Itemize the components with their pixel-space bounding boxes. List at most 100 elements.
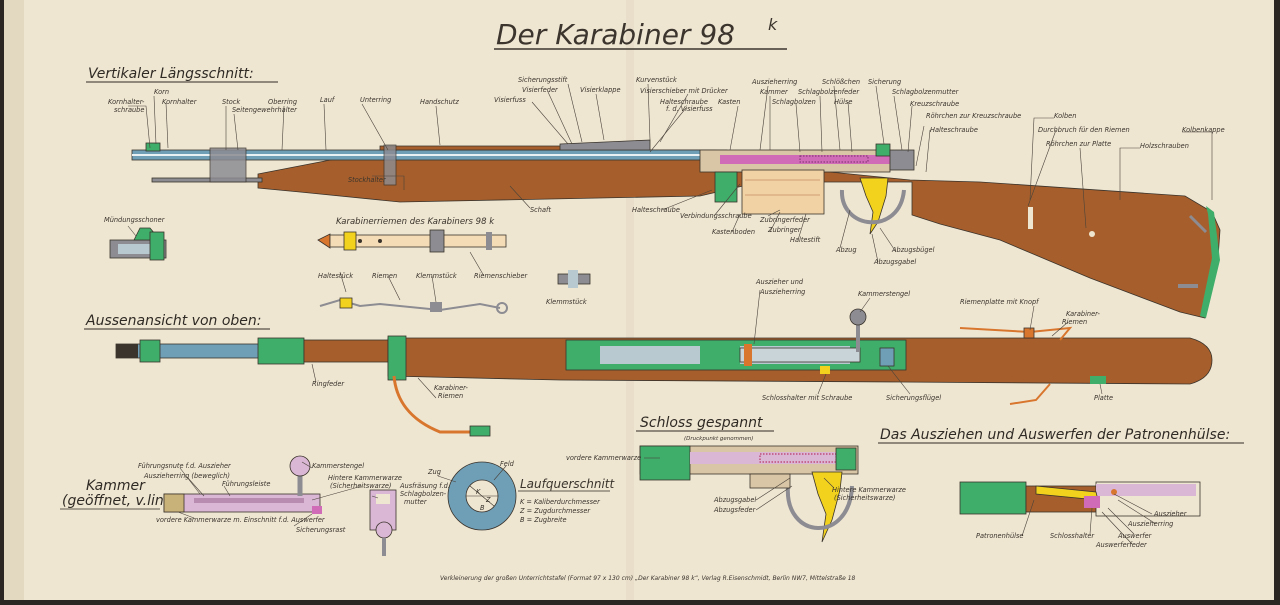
label-z-def: Z = Zugdurchmesser bbox=[519, 507, 591, 515]
label-schlosshalter-aus: Schlosshalter bbox=[1050, 532, 1095, 540]
label-vordere-kammerwarze-schloss: vordere Kammerwarze bbox=[566, 454, 641, 462]
label-hintere-1: Hintere Kammerwarze bbox=[328, 474, 402, 482]
label-schloesschen: Schlößchen bbox=[822, 78, 860, 86]
safety-side bbox=[875, 143, 891, 157]
label-hintere-schloss-1: Hintere Kammerwarze bbox=[832, 486, 906, 494]
label-stockhalter: Stockhalter bbox=[348, 176, 387, 184]
leader-lines-ausziehen bbox=[1021, 493, 1157, 545]
label-kammerstengel-top: Kammerstengel bbox=[858, 290, 910, 298]
label-holzschrauben: Holzschrauben bbox=[1140, 142, 1189, 150]
top-muzzle bbox=[116, 344, 138, 358]
section-schloss-sub: (Druckpunkt genommen) bbox=[684, 436, 753, 442]
label-abzugsbuegel: Abzugsbügel bbox=[891, 246, 935, 254]
bolt-cocked-drawing bbox=[639, 445, 859, 543]
label-visierklappe: Visierklappe bbox=[580, 86, 621, 94]
label-abzugsgabel: Abzugsgabel bbox=[873, 258, 916, 266]
label-abzugsfeder-schloss: Abzugsfeder bbox=[713, 506, 757, 514]
label-hintere-2: (Sicherheitswarze) bbox=[330, 482, 392, 490]
label-riemenschieber: Riemenschieber bbox=[474, 272, 528, 280]
label-halteschraube-visier-2: f. d. Visierfuss bbox=[666, 105, 713, 113]
label-kastenboden: Kastenboden bbox=[712, 228, 755, 236]
label-kammerstengel: Kammerstengel bbox=[312, 462, 364, 470]
trigger-side bbox=[859, 177, 889, 235]
top-bolt-body bbox=[739, 347, 861, 363]
top-bolt bbox=[700, 346, 740, 364]
label-feld: Feld bbox=[500, 460, 515, 468]
leader-lines-kammer bbox=[177, 461, 379, 527]
barrel-bore-side bbox=[132, 154, 732, 156]
label-sicherungsfluegel: Sicherungsflügel bbox=[886, 394, 941, 402]
footer-publisher: Verkleinerung der großen Unterrichtstafe… bbox=[440, 575, 856, 582]
section-laufquerschnitt: Laufquerschnitt bbox=[520, 477, 616, 491]
labels-sling: Haltestück Riemen Klemmstück Riemenschie… bbox=[318, 272, 588, 306]
label-abzugsgabel-schloss: Abzugsgabel bbox=[713, 496, 756, 504]
label-lauf: Lauf bbox=[320, 96, 336, 104]
trigger-guard-side bbox=[839, 189, 906, 225]
top-sling-front bbox=[392, 375, 470, 434]
label-sicherungsstift: Sicherungsstift bbox=[518, 76, 568, 84]
label-fuehrungsnute-2: Auszieherring (beweglich) bbox=[143, 472, 230, 480]
label-fuehrungsleiste: Führungsleiste bbox=[222, 480, 270, 488]
label-kornhalterschraube-1: Kornhalter- bbox=[108, 98, 145, 106]
label-kurvenstueck: Kurvenstück bbox=[636, 76, 678, 84]
label-unterring: Unterring bbox=[360, 96, 391, 104]
label-schlagbolzen: Schlagbolzen bbox=[772, 98, 816, 106]
label-auszieherring: Auszieherring bbox=[751, 78, 797, 86]
section-schloss: Schloss gespannt bbox=[640, 415, 763, 431]
label-verbindungsschraube: Verbindungsschraube bbox=[680, 212, 752, 220]
label-visierfuss: Visierfuss bbox=[494, 96, 526, 104]
label-karabinerriemen-1: Karabiner- bbox=[1066, 310, 1100, 318]
label-kolben: Kolben bbox=[1054, 112, 1076, 120]
label-klemmstueck: Klemmstück bbox=[416, 272, 458, 280]
label-roehrchen-platte: Röhrchen zur Platte bbox=[1046, 140, 1111, 148]
section-kammer-2: (geöffnet, v.links) bbox=[62, 493, 185, 509]
label-z-mark: Z bbox=[485, 496, 491, 504]
top-bolt-knob bbox=[849, 308, 867, 326]
label-abzug: Abzug bbox=[835, 246, 857, 254]
label-durchbruch: Durchbruch für den Riemen bbox=[1038, 126, 1130, 134]
magazine-side bbox=[741, 169, 825, 215]
label-hintere-schloss-2: (Sicherheitswarze) bbox=[834, 494, 896, 502]
label-ausfraesung-2: Schlagbolzen- bbox=[400, 490, 447, 498]
labels-schloss: vordere Kammerwarze Abzugsgabel Abzugsfe… bbox=[566, 454, 906, 514]
paper-fold-left bbox=[4, 0, 24, 600]
label-ausfraesung-1: Ausfräsung f.d. bbox=[399, 482, 450, 490]
label-klemmstueck-2: Klemmstück bbox=[546, 298, 588, 306]
top-handguard-wood bbox=[303, 339, 389, 363]
label-halteschraube-visier-1: Halteschraube bbox=[660, 98, 708, 106]
label-kolbenkappe: Kolbenkappe bbox=[1182, 126, 1225, 134]
butt-tube bbox=[1178, 284, 1198, 288]
title-block: Der Karabiner 98 k bbox=[494, 15, 787, 51]
label-roehrchen-kreuz: Röhrchen zur Kreuzschraube bbox=[926, 112, 1021, 120]
label-halteschraube-u: Halteschraube bbox=[632, 206, 680, 214]
label-huelse: Hülse bbox=[834, 98, 852, 106]
lower-band-side bbox=[383, 144, 397, 186]
label-karabiner-riemen-b1: Karabiner- bbox=[434, 384, 468, 392]
top-upper-band bbox=[257, 337, 305, 365]
wood-screw-a bbox=[1089, 231, 1095, 237]
top-sling-plate bbox=[1023, 327, 1035, 339]
label-visierfeder: Visierfeder bbox=[522, 86, 559, 94]
top-lower-band bbox=[387, 335, 407, 381]
label-zubringer: Zubringer bbox=[767, 226, 802, 234]
label-kreuzschraube: Kreuzschraube bbox=[910, 100, 959, 108]
front-sight-side bbox=[145, 142, 161, 152]
handguard-side bbox=[379, 145, 591, 151]
top-screw bbox=[820, 366, 830, 374]
cocking-piece-side bbox=[889, 149, 915, 171]
label-riemenplatte: Riemenplatte mit Knopf bbox=[960, 298, 1040, 306]
label-kornhalter: Kornhalter bbox=[162, 98, 198, 106]
section-sling: Karabinerriemen des Karabiners 98 k bbox=[336, 217, 495, 227]
section-kammer-1: Kammer bbox=[86, 478, 146, 494]
label-zug: Zug bbox=[427, 468, 441, 476]
label-stock: Stock bbox=[222, 98, 241, 106]
muzzle-cover-drawing bbox=[109, 225, 167, 261]
label-muendungsschoner: Mündungsschoner bbox=[104, 216, 166, 224]
label-schaft: Schaft bbox=[530, 206, 551, 214]
firing-spring-side bbox=[799, 155, 869, 163]
label-oberring: Oberring bbox=[268, 98, 297, 106]
label-schlosshalter-top: Schlosshalter mit Schraube bbox=[762, 394, 852, 402]
label-auszieher: Auszieher bbox=[1153, 510, 1188, 518]
sling-drawing bbox=[317, 229, 591, 314]
